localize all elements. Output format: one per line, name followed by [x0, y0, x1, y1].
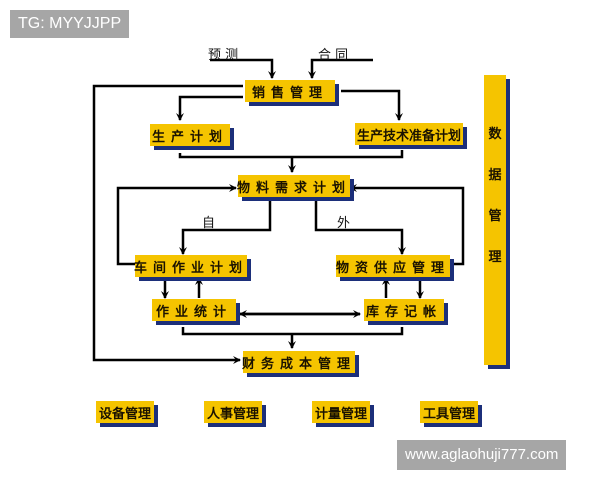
node-work-statistics[interactable]: 作业统计	[152, 299, 236, 321]
node-sales-management[interactable]: 销售管理	[245, 80, 335, 102]
node-data-management[interactable]: 数 据 管 理	[484, 75, 506, 365]
node-inventory-accounting[interactable]: 库存记帐	[364, 299, 444, 321]
node-supply-management[interactable]: 物资供应管理	[336, 255, 450, 277]
module-equipment[interactable]: 设备管理	[96, 401, 154, 423]
data-mgmt-char: 理	[488, 250, 502, 265]
watermark-top-left: TG: MYYJJPP	[10, 10, 130, 38]
data-mgmt-char: 据	[488, 168, 502, 183]
node-production-plan[interactable]: 生产计划	[150, 124, 230, 146]
data-mgmt-char: 管	[488, 209, 502, 224]
watermark-bottom-right: www.aglaohuji777.com	[397, 440, 567, 470]
input-forecast-label: 预 测	[208, 48, 239, 63]
node-workshop-plan[interactable]: 车间作业计划	[134, 255, 247, 277]
module-tools[interactable]: 工具管理	[420, 401, 478, 423]
node-finance-cost[interactable]: 财务成本管理	[242, 351, 355, 373]
input-contract-label: 合 同	[318, 48, 349, 63]
module-personnel[interactable]: 人事管理	[204, 401, 262, 423]
data-mgmt-char: 数	[488, 127, 502, 142]
module-metering[interactable]: 计量管理	[312, 401, 370, 423]
node-mrp[interactable]: 物料需求计划	[237, 175, 350, 197]
branch-external-label: 外	[337, 216, 351, 231]
branch-self-label: 自	[202, 216, 216, 231]
node-tech-prep-plan[interactable]: 生产技术准备计划	[355, 123, 463, 145]
